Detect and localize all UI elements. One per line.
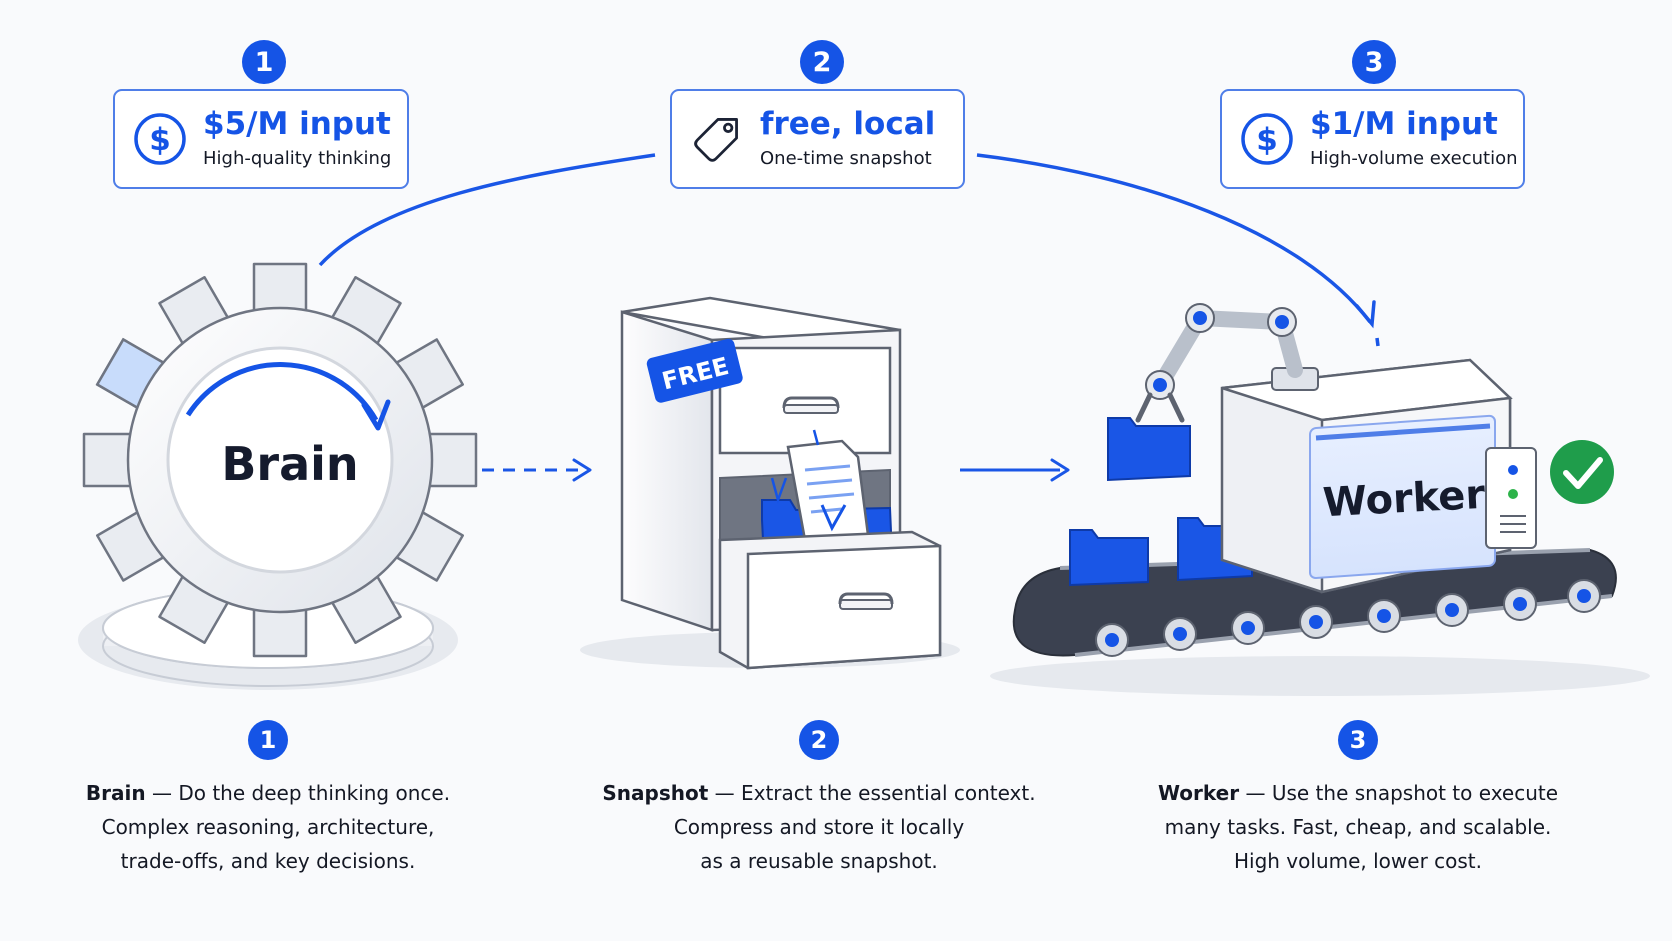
cost-card-snapshot: free, local One-time snapshot bbox=[670, 89, 965, 189]
price-tag-icon bbox=[690, 112, 744, 166]
worker-conveyor-illustration: Worker bbox=[990, 303, 1650, 696]
cost-value: free, local bbox=[760, 106, 936, 142]
svg-text:$: $ bbox=[149, 122, 171, 158]
desc-line: Compress and store it locally bbox=[673, 815, 965, 839]
desc-line: Complex reasoning, architecture, bbox=[101, 815, 435, 839]
step-1-badge-top: 1 bbox=[242, 40, 286, 84]
desc-line: — Do the deep thinking once. bbox=[145, 781, 451, 805]
cost-subtitle: High-volume execution bbox=[1310, 148, 1518, 169]
step-title: Brain bbox=[85, 781, 146, 805]
brain-label: Brain bbox=[221, 437, 358, 491]
svg-text:$: $ bbox=[1256, 122, 1278, 158]
step-title: Worker bbox=[1157, 781, 1240, 805]
curve-arrow-to-brain bbox=[318, 153, 656, 267]
cost-card-worker: $ $1/M input High-volume execution bbox=[1220, 89, 1525, 189]
step-title: Snapshot bbox=[602, 781, 709, 805]
dollar-icon: $ bbox=[1240, 112, 1294, 166]
curve-arrow-to-worker bbox=[976, 153, 1372, 324]
step-2-badge-top: 2 bbox=[800, 40, 844, 84]
desc-line: trade-offs, and key decisions. bbox=[120, 849, 416, 873]
cost-card-brain: $ $5/M input High-quality thinking bbox=[113, 89, 409, 189]
file-cabinet-illustration: FREE bbox=[580, 296, 960, 670]
cost-subtitle: High-quality thinking bbox=[203, 148, 392, 169]
cost-value: $5/M input bbox=[203, 106, 391, 142]
brain-gear-illustration: Brain bbox=[78, 262, 478, 690]
desc-line: as a reusable snapshot. bbox=[700, 849, 938, 873]
step-1-badge-bottom: 1 bbox=[248, 720, 288, 760]
desc-line: — Use the snapshot to execute bbox=[1239, 781, 1559, 805]
step-2-badge-bottom: 2 bbox=[799, 720, 839, 760]
worker-label: Worker bbox=[1322, 472, 1487, 526]
step-3-description: Worker — Use the snapshot to execute man… bbox=[1098, 776, 1618, 878]
check-icon bbox=[1550, 440, 1614, 504]
desc-line: — Extract the essential context. bbox=[708, 781, 1036, 805]
curve-arrowhead bbox=[1355, 300, 1376, 329]
desc-line: many tasks. Fast, cheap, and scalable. bbox=[1164, 815, 1552, 839]
desc-line: High volume, lower cost. bbox=[1233, 849, 1483, 873]
step-3-badge-top: 3 bbox=[1352, 40, 1396, 84]
cost-subtitle: One-time snapshot bbox=[760, 148, 932, 169]
cost-value: $1/M input bbox=[1310, 106, 1498, 142]
step-2-description: Snapshot — Extract the essential context… bbox=[559, 776, 1079, 878]
step-1-description: Brain — Do the deep thinking once. Compl… bbox=[8, 776, 528, 878]
step-3-badge-bottom: 3 bbox=[1338, 720, 1378, 760]
dollar-icon: $ bbox=[133, 112, 187, 166]
